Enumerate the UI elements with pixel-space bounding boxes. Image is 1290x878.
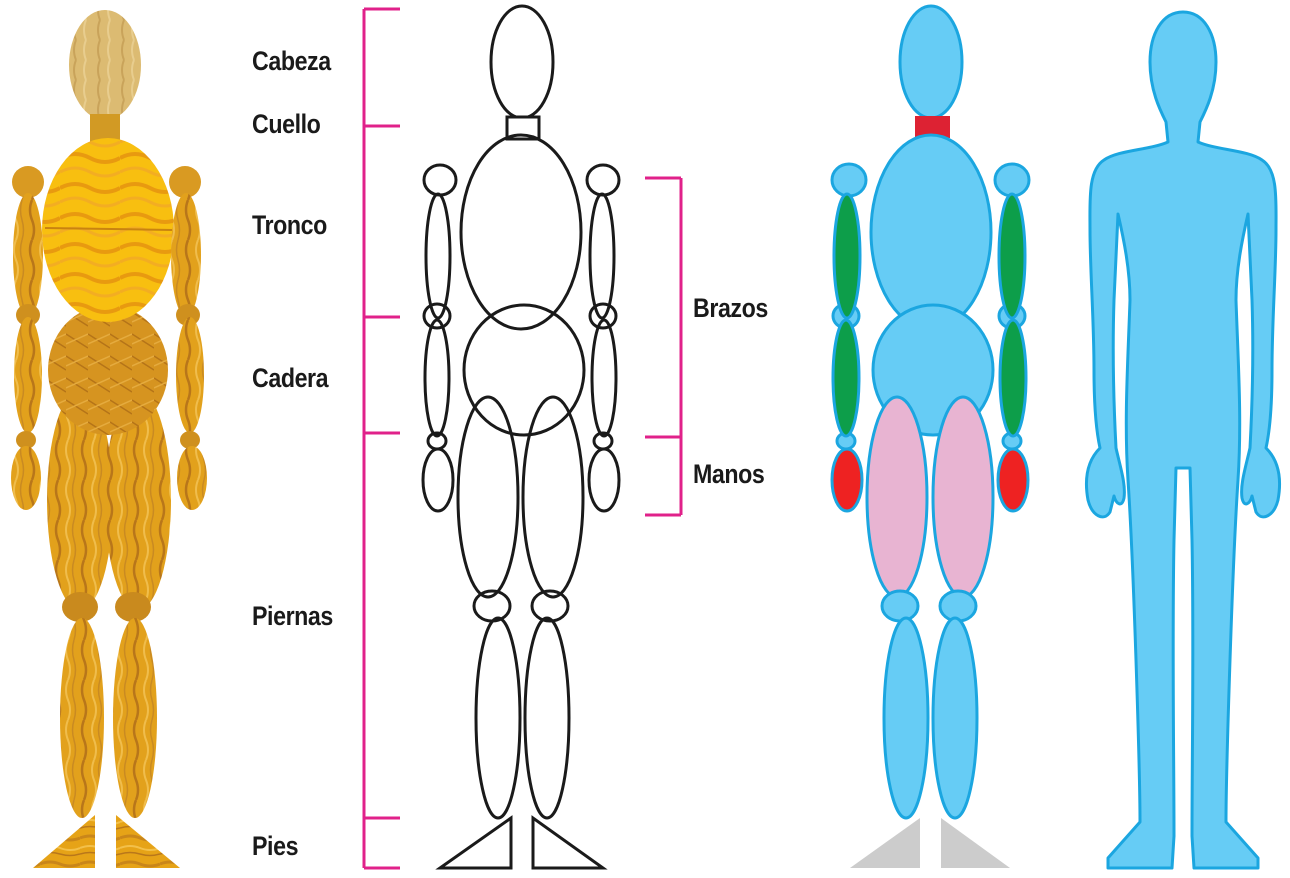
label-head: Cabeza xyxy=(252,46,331,77)
wood-left-knee xyxy=(62,592,98,622)
green-left-forearm xyxy=(833,320,859,436)
blue-right-shin xyxy=(933,618,977,818)
wood-hip xyxy=(48,305,168,435)
red-right-hand xyxy=(998,449,1028,511)
outline-left-elbow xyxy=(424,304,450,328)
wood-left-forearm xyxy=(14,317,42,433)
blue-torso xyxy=(871,135,991,329)
green-left-upper-arm xyxy=(834,194,860,318)
outline-right-forearm xyxy=(592,320,616,436)
red-left-hand xyxy=(832,449,862,511)
blue-head xyxy=(900,6,962,118)
gray-left-foot xyxy=(850,818,920,868)
wooden-mannequin xyxy=(11,10,207,868)
green-right-upper-arm xyxy=(999,194,1025,318)
label-trunk: Tronco xyxy=(252,210,327,241)
outline-right-shin xyxy=(525,618,569,818)
wood-left-foot xyxy=(33,815,95,868)
outline-head xyxy=(491,6,553,118)
label-arms: Brazos xyxy=(693,293,768,324)
blue-right-knee xyxy=(940,591,976,621)
label-neck: Cuello xyxy=(252,109,320,140)
blue-right-shoulder xyxy=(995,164,1029,196)
silhouette-figure xyxy=(1087,12,1280,868)
outline-hip xyxy=(464,305,584,435)
wood-right-upper-arm xyxy=(171,193,201,317)
wood-left-shin xyxy=(60,618,104,818)
outline-left-upper-arm xyxy=(426,194,450,318)
label-feet: Pies xyxy=(252,831,298,862)
wood-left-hand xyxy=(11,446,41,510)
wood-right-forearm xyxy=(176,317,204,433)
wood-head xyxy=(69,10,141,120)
outline-right-shoulder xyxy=(587,165,619,195)
wood-right-hand xyxy=(177,446,207,510)
outline-left-shin xyxy=(476,618,520,818)
label-hip: Cadera xyxy=(252,363,328,394)
wood-right-shin xyxy=(113,618,157,818)
pink-left-thigh xyxy=(867,397,927,597)
wood-left-upper-arm xyxy=(13,193,43,317)
label-hands: Manos xyxy=(693,459,764,490)
blue-left-shin xyxy=(884,618,928,818)
outline-left-hand xyxy=(423,449,453,511)
outline-figure xyxy=(423,6,619,868)
outline-left-foot xyxy=(440,818,511,868)
outline-right-hand xyxy=(589,449,619,511)
outline-left-thigh xyxy=(458,397,518,597)
pink-right-thigh xyxy=(933,397,993,597)
blue-left-knee xyxy=(882,591,918,621)
right-bracket xyxy=(645,178,681,515)
wood-right-foot xyxy=(116,815,180,868)
outline-right-upper-arm xyxy=(590,194,614,318)
green-right-forearm xyxy=(1000,320,1026,436)
wood-right-knee xyxy=(115,592,151,622)
silhouette-body xyxy=(1087,12,1280,868)
outline-right-elbow xyxy=(590,304,616,328)
outline-left-forearm xyxy=(425,320,449,436)
colored-figure xyxy=(832,6,1029,868)
left-bracket xyxy=(364,9,400,868)
gray-right-foot xyxy=(941,818,1010,868)
blue-left-shoulder xyxy=(832,164,866,196)
outline-left-shoulder xyxy=(424,165,456,195)
outline-torso xyxy=(461,135,581,329)
label-legs: Piernas xyxy=(252,601,333,632)
outline-right-foot xyxy=(533,818,603,868)
